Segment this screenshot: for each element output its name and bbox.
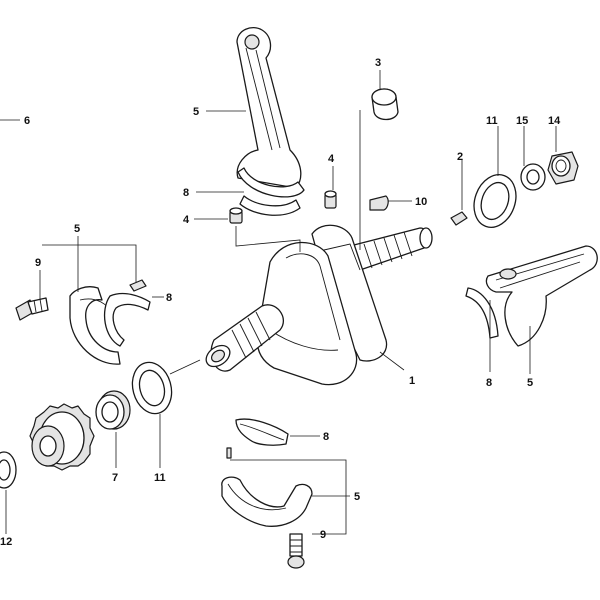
flange-nut: [547, 151, 579, 185]
callout-1: 1: [409, 375, 415, 387]
thrust-washer-upper: [473, 174, 517, 228]
bearing-cap-lower: [221, 476, 313, 527]
callout-8: 8: [183, 187, 189, 199]
crank-gear: [29, 403, 95, 471]
callout-4: 4: [328, 153, 335, 165]
callout-9: 9: [35, 257, 41, 269]
callout-7: 7: [112, 472, 118, 484]
callout-8: 8: [166, 292, 172, 304]
callout-8: 8: [486, 377, 492, 389]
bearing-shell-upper: [239, 195, 301, 216]
callout-5: 5: [74, 223, 80, 235]
connecting-rod-upper: [236, 27, 305, 198]
callout-4: 4: [183, 214, 190, 226]
pin-left: [129, 279, 147, 292]
callout-14: 14: [548, 115, 561, 127]
callout-5: 5: [354, 491, 360, 503]
callout-8: 8: [323, 431, 329, 443]
woodruff-key: [369, 195, 389, 211]
callout-11: 11: [154, 472, 166, 484]
bush-part: [371, 88, 399, 121]
spacer-ring: [95, 390, 131, 430]
callout-3: 3: [375, 57, 381, 69]
bearing-shell-lower: [235, 418, 289, 446]
callout-5: 5: [527, 377, 533, 389]
bolt-left: [15, 297, 49, 321]
callout-9: 9: [320, 529, 326, 541]
callout-15: 15: [516, 115, 528, 127]
bearing-shell-left: [103, 292, 151, 347]
dowel-pin-left: [229, 207, 243, 224]
bolt-lower: [287, 533, 305, 569]
bearing-shell-right: [465, 287, 499, 339]
crankshaft: [205, 224, 433, 386]
callout-10: 10: [415, 196, 427, 208]
pin-lower: [226, 447, 232, 459]
small-pin: [450, 211, 468, 226]
dowel-pin-upper: [324, 190, 337, 209]
spacer-washer: [520, 163, 546, 191]
callout-5: 5: [193, 106, 199, 118]
callout-11: 11: [486, 115, 498, 127]
connecting-rod-right: [485, 245, 598, 347]
gear-washer: [0, 451, 17, 489]
callout-6: 6: [24, 115, 30, 127]
callout-labels: 6 3 5 11 15 14 4 2 8 10 4 5 9 8 1 8 5 7 …: [0, 57, 561, 548]
leader-lines: [0, 70, 557, 535]
thrust-washer-lower: [131, 361, 173, 415]
callout-2: 2: [457, 151, 463, 163]
callout-12: 12: [0, 536, 12, 548]
